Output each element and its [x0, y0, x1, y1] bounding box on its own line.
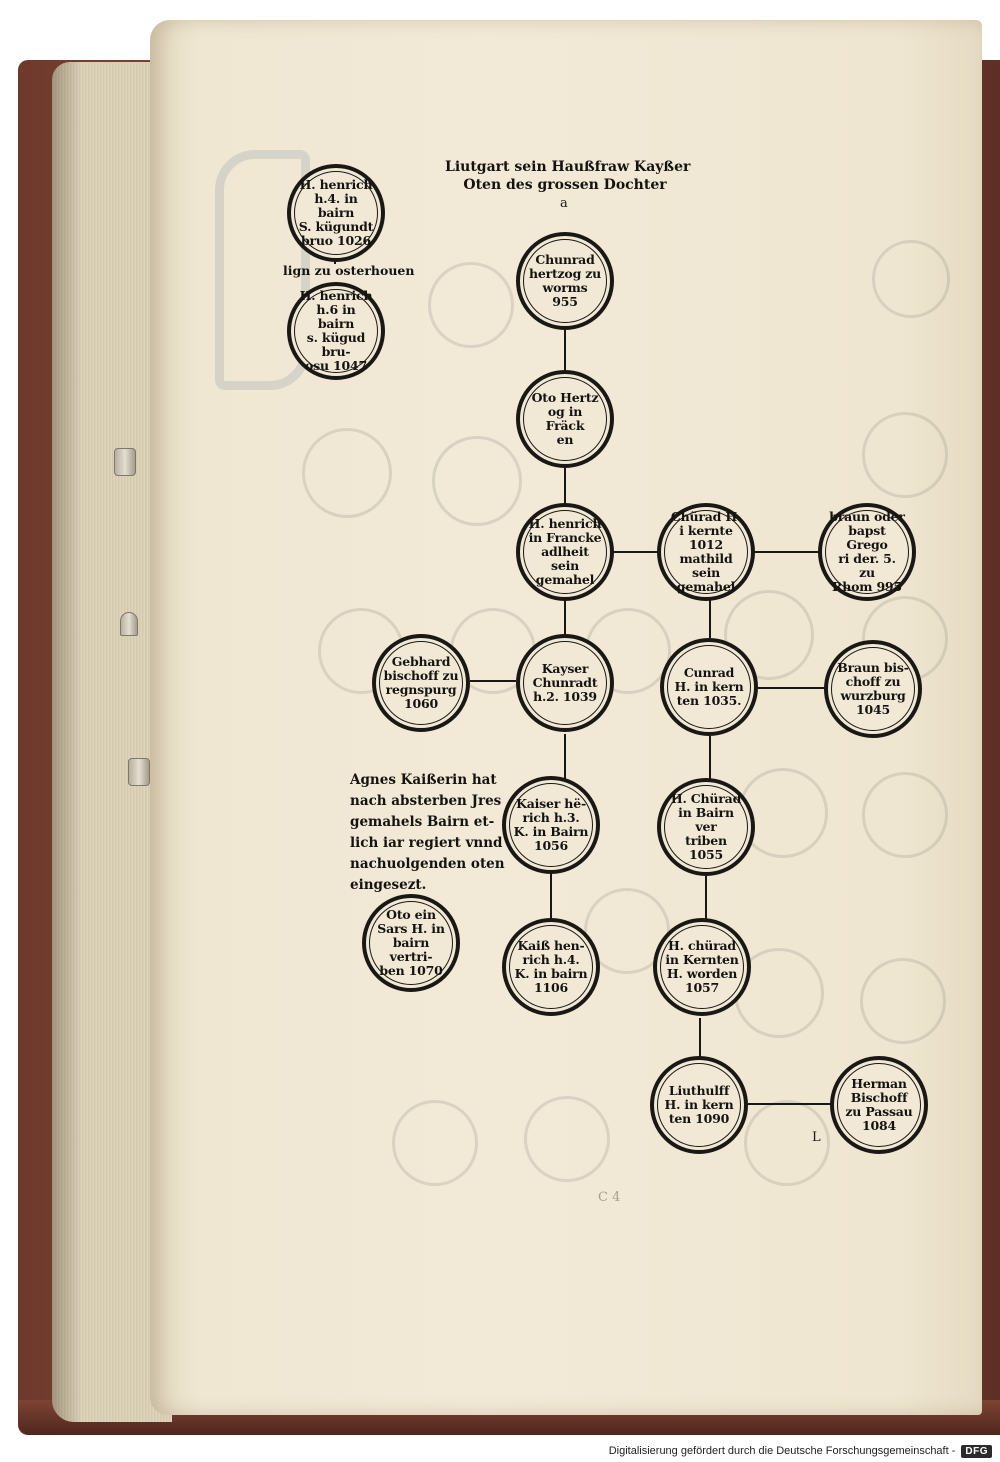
small-mark: a [560, 196, 568, 211]
medallion-text: H. henrich h.6 in bairn s. kügud bru- os… [299, 288, 373, 373]
medallion-text: Gebhard bischoff zu regnspurg 1060 [383, 654, 459, 711]
footer-credit-text: Digitalisierung gefördert durch die Deut… [608, 1445, 956, 1457]
medallion-text: Braun bis- choff zu wurzburg 1045 [837, 660, 909, 717]
agnes-note-line: eingesezt. [350, 877, 427, 893]
medallion-cunrad-kernten-1035: Cunrad H. in kern ten 1035. [660, 638, 758, 736]
medallion-text: Kaiser hë- rich h.3. K. in Bairn 1056 [513, 796, 589, 853]
medallion-text: Oto Hertz og in Fräck en [531, 390, 599, 447]
medallion-oto-francken: Oto Hertz og in Fräck en [516, 370, 614, 468]
medallion-chunrad-worms: Chunrad hertzog zu worms 955 [516, 232, 614, 330]
clasp-middle-icon [120, 612, 138, 636]
medallion-liuthulff: Liuthulff H. in kern ten 1090 [650, 1056, 748, 1154]
header-line-2: Oten des grossen Dochter [463, 177, 667, 193]
medallion-text: Kaiß hen- rich h.4. K. in bairn 1106 [514, 938, 588, 995]
medallion-henrich-francken: H. henrich in Francke adlheit sein gemah… [516, 503, 614, 601]
medallion-text: Chunrad hertzog zu worms 955 [528, 252, 602, 309]
medallion-henrich-6: H. henrich h.6 in bairn s. kügud bru- os… [287, 282, 385, 380]
agnes-note-line: gemahels Bairn et- [350, 814, 495, 830]
medallion-text: Liuthulff H. in kern ten 1090 [664, 1083, 734, 1126]
medallion-chunrad-kernten-1012: Chürad H. i kernte 1012 mathild sein gem… [657, 503, 755, 601]
medallion-braun-wurzburg: Braun bis- choff zu wurzburg 1045 [824, 640, 922, 738]
medallion-brun-gregor: braun oder bapst Grego ri der. 5. zu Rho… [818, 503, 916, 601]
dfg-logo: DFG [961, 1444, 992, 1458]
medallion-kaiser-henrich-4: Kaiß hen- rich h.4. K. in bairn 1106 [502, 918, 600, 1016]
page-edges-shadow [52, 62, 82, 1422]
bleed-through-initial [215, 150, 310, 390]
medallion-oto-sars: Oto ein Sars H. in bairn vertri- ben 107… [362, 894, 460, 992]
tiny-mark: L [812, 1130, 821, 1145]
medallion-text: H. henrich in Francke adlheit sein gemah… [528, 516, 602, 587]
medallion-henrich-4: H. henrich h.4. in bairn S. kügundt bruo… [287, 164, 385, 262]
agnes-note-line: Agnes Kaißerin hat [350, 772, 497, 788]
medallion-text: braun oder bapst Grego ri der. 5. zu Rho… [829, 509, 905, 594]
note-osterhouen: lign zu osterhouen [283, 263, 415, 278]
digitization-footer: Digitalisierung gefördert durch die Deut… [0, 1440, 1000, 1462]
agnes-note-line: nachuolgenden oten [350, 856, 505, 872]
medallion-text: Chürad H. i kernte 1012 mathild sein gem… [670, 509, 742, 594]
medallion-text: Herman Bischoff zu Passau 1084 [845, 1076, 913, 1133]
medallion-text: H. henrich h.4. in bairn S. kügundt bruo… [298, 177, 374, 248]
agnes-note-line: lich iar regiert vnnd [350, 835, 503, 851]
medallion-herman-passau: Herman Bischoff zu Passau 1084 [830, 1056, 928, 1154]
medallion-text: Oto ein Sars H. in bairn vertri- ben 107… [377, 907, 445, 978]
agnes-note: Agnes Kaißerin hat nach absterben Jres g… [350, 770, 520, 896]
clasp-top-icon [114, 448, 136, 476]
agnes-note-line: nach absterben Jres [350, 793, 502, 809]
medallion-chunrad-bairn-1055: H. Chürad in Bairn ver triben 1055 [657, 778, 755, 876]
medallion-kayser-chunradt: Kayser Chunradt h.2. 1039 [516, 634, 614, 732]
medallion-text: Cunrad H. in kern ten 1035. [674, 665, 744, 708]
medallion-kaiser-henrich-3: Kaiser hë- rich h.3. K. in Bairn 1056 [502, 776, 600, 874]
signature-mark: C 4 [598, 1190, 621, 1205]
clasp-bottom-icon [128, 758, 150, 786]
medallion-text: H. Chürad in Bairn ver triben 1055 [670, 791, 742, 862]
medallion-text: Kayser Chunradt h.2. 1039 [532, 661, 598, 704]
header-line-1: Liutgart sein Haußfraw Kayßer [445, 159, 691, 175]
medallion-chunrad-kernten-1057: H. chürad in Kernten H. worden 1057 [653, 918, 751, 1016]
medallion-text: H. chürad in Kernten H. worden 1057 [665, 938, 739, 995]
medallion-gebhard: Gebhard bischoff zu regnspurg 1060 [372, 634, 470, 732]
